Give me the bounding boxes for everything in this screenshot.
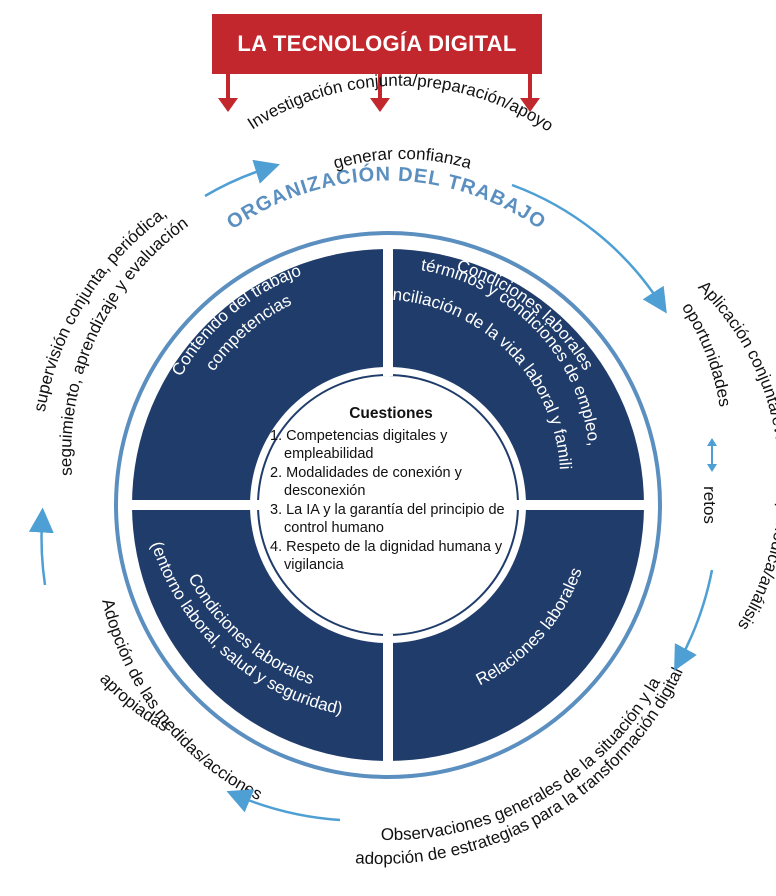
arrow-left bbox=[28, 507, 54, 586]
arrow-bottom bbox=[226, 789, 341, 822]
banner-title: LA TECNOLOGÍA DIGITAL bbox=[212, 14, 542, 74]
issues-title: Cuestiones bbox=[349, 405, 433, 422]
issue-item: 2. Modalidades de conexión y desconexión bbox=[270, 465, 462, 499]
issues-panel: Cuestiones 1. Competencias digitales y e… bbox=[270, 405, 506, 575]
quadrant-donut bbox=[122, 240, 654, 770]
cycle-top-line1: Investigación conjunta/preparación/apoyo bbox=[244, 71, 557, 136]
issue-item: 1. Competencias digitales y empleabilida… bbox=[270, 428, 448, 462]
arrow-top-right bbox=[511, 183, 667, 314]
organization-label: ORGANIZACIÓN DEL TRABAJO bbox=[223, 162, 550, 234]
cycle-right-line3: retos bbox=[700, 486, 719, 524]
issues-list: 1. Competencias digitales y empleabilida… bbox=[270, 427, 506, 574]
organization-ring bbox=[114, 231, 662, 779]
double-arrow-icon bbox=[707, 438, 717, 472]
cycle-arrows bbox=[28, 159, 714, 822]
issue-item: 4. Respeto de la dignidad humana y vigil… bbox=[270, 539, 503, 573]
arrow-right bbox=[674, 569, 714, 672]
arrow-top-left bbox=[204, 159, 280, 198]
issue-item: 3. La IA y la garantía del principio de … bbox=[270, 502, 505, 536]
banner-arrows bbox=[218, 74, 540, 112]
